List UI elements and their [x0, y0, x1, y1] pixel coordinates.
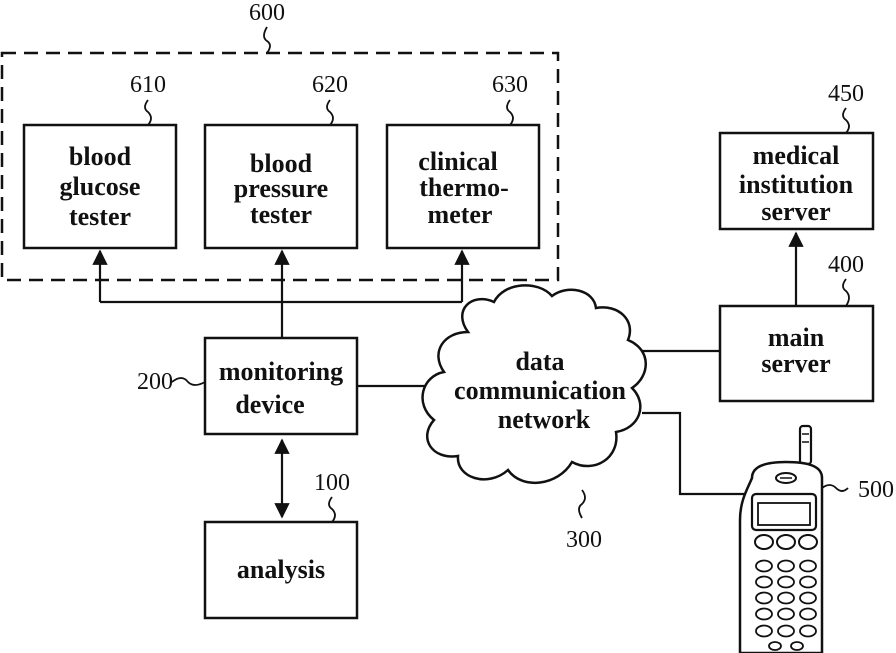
network-ref: 300 — [566, 527, 602, 553]
network-cloud: data communication network — [423, 285, 646, 482]
network-line-3: network — [498, 405, 591, 434]
network-line-2: communication — [454, 376, 626, 405]
thermo-line-3: meter — [428, 200, 493, 229]
glucose-line-1: blood — [69, 142, 132, 171]
blood-glucose-tester-box: blood glucose tester — [24, 125, 176, 248]
thermo-line-2: thermo- — [419, 173, 509, 202]
medical-line-3: server — [761, 197, 830, 226]
pressure-line-3: tester — [250, 200, 312, 229]
device-group-ref: 600 — [249, 0, 285, 26]
monitoring-device-box: monitoring device — [205, 338, 357, 434]
thermo-ref: 630 — [492, 72, 528, 98]
clinical-thermometer-box: clinical thermo- meter — [387, 125, 539, 248]
analysis-label: analysis — [237, 555, 325, 584]
pressure-line-2: pressure — [234, 174, 328, 203]
medical-line-1: medical — [753, 141, 840, 170]
monitor-ref: 200 — [137, 369, 173, 395]
glucose-line-3: tester — [69, 202, 131, 231]
main-server-line-2: server — [761, 349, 830, 378]
medical-ref: 450 — [828, 81, 864, 107]
thermo-line-1: clinical — [418, 147, 497, 176]
network-phone-line — [642, 413, 748, 494]
blood-pressure-tester-box: blood pressure tester — [205, 125, 357, 248]
glucose-line-2: glucose — [60, 172, 141, 201]
main-server-ref: 400 — [828, 252, 864, 278]
main-server-box: main server — [720, 306, 873, 401]
analysis-ref: 100 — [314, 470, 350, 496]
analysis-box: analysis — [205, 522, 357, 618]
monitor-line-1: monitoring — [219, 357, 343, 386]
mobile-phone-icon — [740, 426, 822, 653]
monitor-line-2: device — [235, 390, 304, 419]
pressure-ref: 620 — [312, 72, 348, 98]
phone-ref: 500 — [858, 477, 894, 503]
medical-institution-server-box: medical institution server — [720, 133, 873, 229]
medical-line-2: institution — [739, 170, 854, 199]
network-line-1: data — [515, 347, 564, 376]
main-server-line-1: main — [768, 323, 825, 352]
glucose-ref: 610 — [130, 72, 166, 98]
